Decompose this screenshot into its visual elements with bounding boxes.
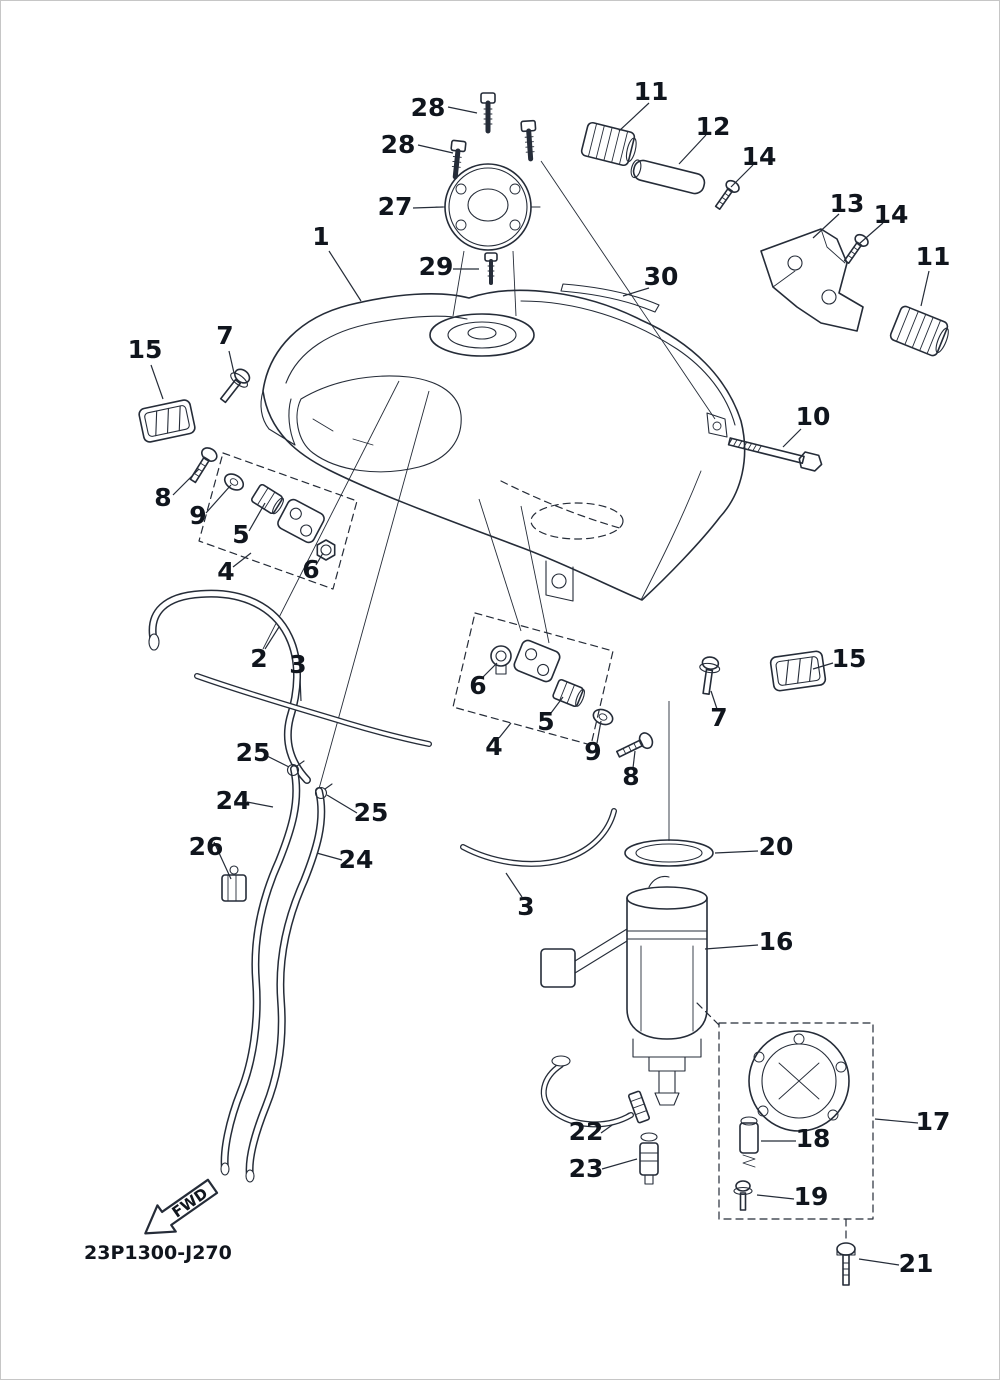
callout-number: 5 (537, 707, 554, 736)
bolt-8 (189, 447, 218, 484)
screw-7-right (699, 656, 721, 696)
callout-number: 15 (832, 644, 867, 673)
callout-number: 14 (742, 142, 777, 171)
callout-number: 23 (569, 1154, 604, 1183)
washer-9 (223, 473, 245, 491)
callout-number: 9 (584, 737, 601, 766)
bolt-10 (727, 437, 823, 472)
hose-3-left (194, 673, 432, 747)
fuel-pump-16 (540, 875, 708, 1106)
collar-5 (251, 483, 284, 515)
diagram-code: 23P1300-J270 (84, 1242, 232, 1264)
filler-flange (435, 163, 541, 251)
callout-number: 6 (469, 671, 486, 700)
callout-number: 10 (796, 402, 831, 431)
vent-tube (560, 283, 660, 313)
callout-number: 2 (250, 644, 267, 673)
screw-19 (733, 1180, 753, 1211)
callout-number: 8 (622, 762, 639, 791)
gasket-20 (624, 839, 714, 867)
bolt-8 (616, 732, 654, 758)
damper-11-right (889, 305, 949, 357)
damper-15-left (138, 399, 196, 443)
bolt-21 (836, 1242, 856, 1286)
plate-ring (748, 1030, 850, 1132)
flange-bolt (450, 139, 467, 180)
flange-bolt (480, 92, 496, 134)
pump-plate-kit (694, 1000, 874, 1286)
hose-2 (148, 589, 311, 784)
screw-14 (714, 179, 740, 210)
callout-number: 19 (794, 1182, 829, 1211)
callout-number: 17 (916, 1107, 951, 1136)
callout-number: 11 (916, 242, 951, 271)
callout-number: 30 (644, 262, 679, 291)
callout-number: 4 (485, 732, 502, 761)
callout-number: 18 (796, 1124, 831, 1153)
flange-bolt (520, 119, 537, 162)
callout-number: 4 (217, 557, 234, 586)
hose-24-b (245, 787, 326, 1183)
callout-number: 29 (419, 252, 454, 281)
callout-number: 16 (759, 927, 794, 956)
hardware-cluster-left (189, 447, 358, 590)
callout-number: 5 (232, 520, 249, 549)
clip-25 (314, 783, 333, 800)
hose-3-mid (460, 808, 617, 867)
callout-number: 21 (899, 1249, 934, 1278)
callout-number: 14 (874, 200, 909, 229)
callout-number: 25 (354, 798, 389, 827)
callout-number: 28 (411, 93, 446, 122)
clamp-26 (221, 865, 247, 902)
filter-18 (739, 1116, 759, 1168)
callout-number: 9 (189, 501, 206, 530)
callout-number: 11 (634, 77, 669, 106)
screw-7-left (219, 368, 251, 404)
fuel-tank-body (260, 289, 746, 602)
callout-number: 20 (759, 832, 794, 861)
bracket-4 (277, 498, 325, 544)
callout-number: 25 (236, 738, 271, 767)
damper-11-top (580, 121, 637, 167)
bracket-4 (513, 639, 561, 683)
nut-6 (316, 539, 336, 561)
callout-number: 7 (216, 321, 233, 350)
callout-number: 28 (381, 130, 416, 159)
collar-rod-12 (630, 159, 706, 195)
fwd-arrow: FWD (144, 1178, 219, 1235)
hardware-cluster-mid (452, 612, 654, 758)
hose-24-a (220, 765, 301, 1176)
callout-number: 6 (302, 555, 319, 584)
callout-number: 7 (710, 703, 727, 732)
callout-number: 13 (830, 189, 865, 218)
callout-number: 3 (289, 650, 306, 679)
screw-14 (843, 233, 869, 264)
callout-number: 15 (128, 335, 163, 364)
collar-5 (552, 678, 585, 708)
washer-9 (592, 708, 614, 726)
callout-number: 3 (517, 892, 534, 921)
damper-15-right (769, 650, 827, 692)
callout-number: 27 (378, 192, 413, 221)
callout-number: 1 (312, 222, 329, 251)
callout-number: 24 (339, 845, 374, 874)
bracket-13 (760, 228, 864, 332)
callout-number: 22 (569, 1117, 604, 1146)
callout-number: 12 (696, 112, 731, 141)
nut-6 (490, 645, 512, 675)
joint-23 (639, 1132, 659, 1185)
small-screw-29 (484, 252, 498, 285)
callout-number: 24 (216, 786, 251, 815)
clip-25 (286, 760, 305, 777)
callout-number: 8 (154, 483, 171, 512)
callout-number: 26 (189, 832, 224, 861)
hose-22 (540, 1055, 651, 1128)
